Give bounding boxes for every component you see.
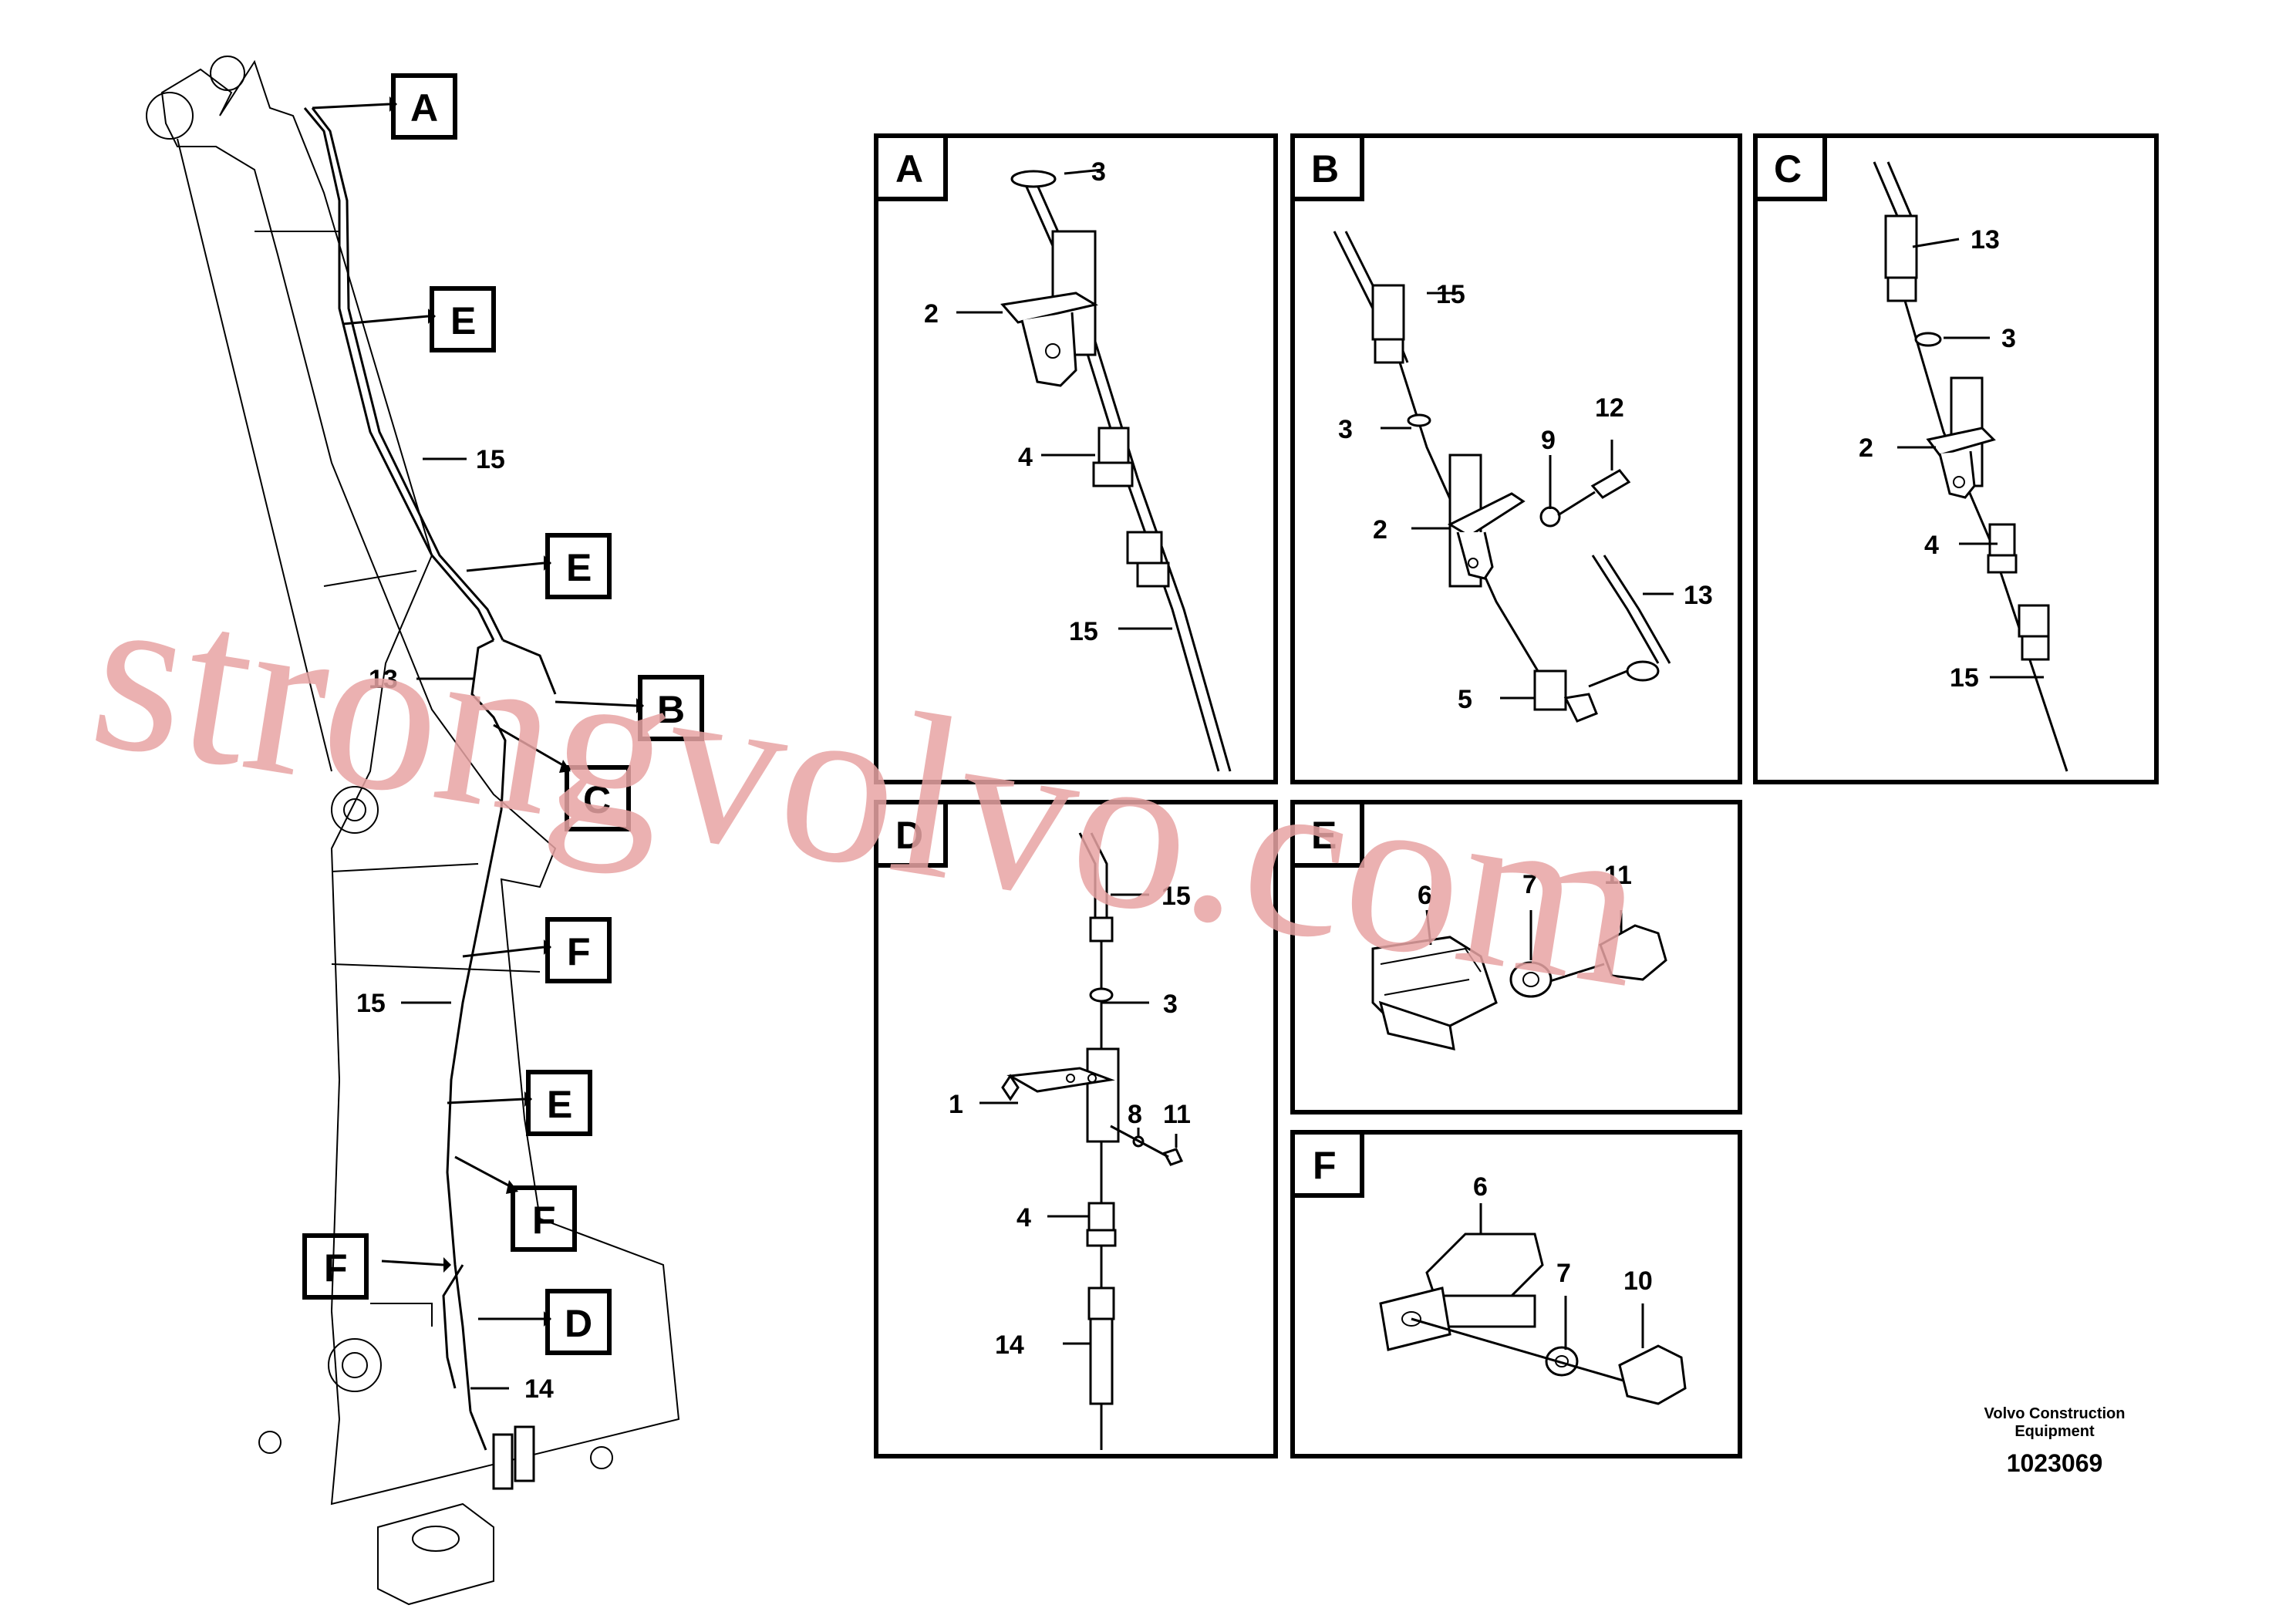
callout-B-13: 13 bbox=[1684, 581, 1713, 610]
callout-D-8: 8 bbox=[1128, 1100, 1142, 1129]
callout-C-4: 4 bbox=[1924, 531, 1939, 560]
label-F-main-2[interactable]: F bbox=[532, 1199, 556, 1242]
callout-B-12: 12 bbox=[1595, 393, 1624, 423]
callout-A-4: 4 bbox=[1018, 443, 1033, 472]
callout-14-main: 14 bbox=[524, 1374, 554, 1404]
watermark-text: strongvolvo.com bbox=[78, 538, 1660, 1036]
label-C-main[interactable]: C bbox=[583, 778, 611, 821]
callout-C-13: 13 bbox=[1971, 225, 2000, 255]
callout-A-15: 15 bbox=[1069, 617, 1098, 646]
panel-letter-F: F bbox=[1313, 1144, 1337, 1187]
callout-E-6: 6 bbox=[1418, 881, 1432, 910]
callout-D-14: 14 bbox=[995, 1330, 1024, 1360]
callout-C-3: 3 bbox=[2001, 324, 2016, 353]
panel-letter-C: C bbox=[1774, 147, 1802, 191]
callout-E-7: 7 bbox=[1522, 870, 1537, 899]
panel-letter-A: A bbox=[895, 147, 923, 191]
document-number: 1023069 bbox=[2007, 1449, 2103, 1477]
callout-A-2: 2 bbox=[924, 299, 939, 329]
callout-F-7: 7 bbox=[1556, 1259, 1571, 1288]
panel-E: E 6 7 11 bbox=[1290, 800, 1742, 1114]
callout-B-2: 2 bbox=[1373, 515, 1387, 545]
panel-letter-E: E bbox=[1311, 814, 1337, 857]
panel-letter-D: D bbox=[895, 814, 923, 857]
panel-C: C 13 3 2 4 15 bbox=[1753, 133, 2159, 784]
callout-B-5: 5 bbox=[1458, 685, 1472, 714]
label-D-main[interactable]: D bbox=[565, 1302, 592, 1345]
main-label-boxes bbox=[302, 73, 704, 1355]
brand-line-1: Volvo Construction bbox=[1984, 1405, 2126, 1422]
callout-F-6: 6 bbox=[1473, 1172, 1488, 1202]
main-labels: A E 15 E 13 B C F 15 E F F D 14 bbox=[324, 86, 685, 1404]
label-E-main-2[interactable]: E bbox=[566, 546, 592, 589]
panel-D: D 15 3 1 8 11 4 14 bbox=[874, 800, 1278, 1458]
boom-drawing bbox=[146, 56, 680, 1606]
panel-A: A 3 2 4 15 bbox=[874, 133, 1278, 784]
panel-letter-B: B bbox=[1311, 147, 1339, 191]
callout-C-2: 2 bbox=[1859, 433, 1873, 463]
callout-D-1: 1 bbox=[949, 1090, 963, 1119]
callout-B-3: 3 bbox=[1338, 415, 1353, 444]
callout-D-3: 3 bbox=[1163, 990, 1178, 1019]
brand-block: Volvo Construction Equipment 1023069 bbox=[1984, 1405, 2126, 1477]
callout-B-15: 15 bbox=[1436, 280, 1465, 309]
label-A-main[interactable]: A bbox=[410, 86, 438, 130]
callout-D-15: 15 bbox=[1161, 882, 1191, 911]
callout-B-9: 9 bbox=[1541, 426, 1556, 455]
callout-D-11: 11 bbox=[1163, 1100, 1191, 1129]
label-E-main-1[interactable]: E bbox=[450, 299, 476, 342]
callout-D-4: 4 bbox=[1017, 1203, 1031, 1233]
brand-line-2: Equipment bbox=[2014, 1423, 2095, 1440]
callout-13-main: 13 bbox=[369, 665, 398, 694]
callout-15-lower: 15 bbox=[356, 989, 386, 1018]
callout-A-3: 3 bbox=[1091, 157, 1106, 187]
label-F-main-1[interactable]: F bbox=[567, 930, 591, 973]
panel-B: B 15 3 9 12 2 13 5 bbox=[1290, 133, 1742, 784]
callout-F-10: 10 bbox=[1623, 1266, 1653, 1296]
label-E-main-3[interactable]: E bbox=[547, 1083, 572, 1126]
callout-15-upper: 15 bbox=[476, 445, 505, 474]
panel-F: F 6 7 10 bbox=[1290, 1130, 1742, 1458]
label-F-main-3[interactable]: F bbox=[324, 1246, 348, 1290]
callout-E-11: 11 bbox=[1604, 861, 1632, 890]
label-B-main[interactable]: B bbox=[657, 688, 685, 731]
callout-C-15: 15 bbox=[1950, 663, 1979, 693]
